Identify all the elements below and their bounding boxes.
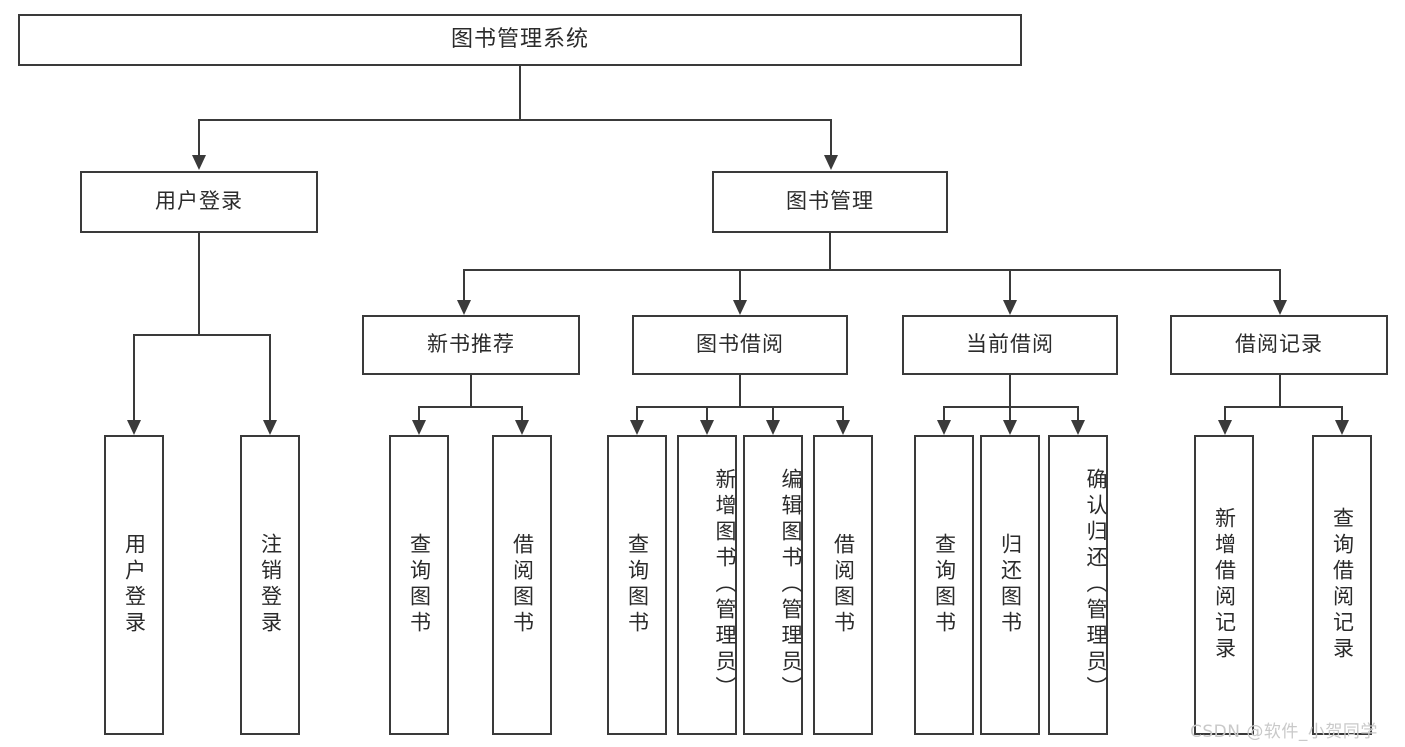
connector-book-mgmt-to-borrow-record — [1279, 269, 1281, 300]
connector-borrow-record-to-leaf-2 — [1341, 406, 1343, 420]
leaf-borrow-record-query-record[interactable]: 查询借阅记录 — [1312, 435, 1372, 735]
node-book-management[interactable]: 图书管理 — [712, 171, 948, 233]
connector-new-book-bus — [418, 406, 523, 408]
connector-current-borrow-to-leaf-2 — [1009, 406, 1011, 420]
csdn-watermark: CSDN @软件_小贺同学 — [1190, 722, 1378, 742]
arrow-user-login-to-leaf-2 — [263, 420, 277, 435]
node-book-borrow[interactable]: 图书借阅 — [632, 315, 848, 375]
leaf-new-book-query-book[interactable]: 查询图书 — [389, 435, 449, 735]
leaf-book-borrow-edit-book-admin[interactable]: 编辑图书（管理员） — [743, 435, 803, 735]
arrow-root-to-user-login — [192, 155, 206, 170]
connector-current-borrow-to-leaf-1 — [943, 406, 945, 420]
leaf-book-borrow-query-book[interactable]: 查询图书 — [607, 435, 667, 735]
arrow-user-login-to-leaf-1 — [127, 420, 141, 435]
connector-book-borrow-bus — [636, 406, 844, 408]
arrow-book-mgmt-to-borrow-book — [733, 300, 747, 315]
arrow-book-borrow-to-leaf-2 — [700, 420, 714, 435]
connector-user-login-to-leaf-1 — [133, 334, 135, 420]
arrow-book-mgmt-to-current-borrow — [1003, 300, 1017, 315]
connector-root-stem — [519, 66, 521, 120]
connector-book-mgmt-stem — [829, 233, 831, 270]
arrow-book-borrow-to-leaf-4 — [836, 420, 850, 435]
leaf-borrow-record-add-record[interactable]: 新增借阅记录 — [1194, 435, 1254, 735]
arrow-book-mgmt-to-new-book — [457, 300, 471, 315]
connector-root-to-user-login — [198, 119, 200, 155]
connector-borrow-record-to-leaf-1 — [1224, 406, 1226, 420]
arrow-new-book-to-leaf-1 — [412, 420, 426, 435]
connector-borrow-record-bus — [1224, 406, 1342, 408]
connector-book-mgmt-bus — [463, 269, 1280, 271]
connector-new-book-stem — [470, 375, 472, 407]
connector-new-book-to-leaf-1 — [418, 406, 420, 420]
node-current-borrow[interactable]: 当前借阅 — [902, 315, 1118, 375]
leaf-book-borrow-borrow-book[interactable]: 借阅图书 — [813, 435, 873, 735]
leaf-new-book-borrow-book[interactable]: 借阅图书 — [492, 435, 552, 735]
arrow-borrow-record-to-leaf-2 — [1335, 420, 1349, 435]
connector-book-borrow-stem — [739, 375, 741, 407]
connector-book-borrow-to-leaf-3 — [772, 406, 774, 420]
connector-user-login-stem — [198, 233, 200, 335]
arrow-book-mgmt-to-borrow-record — [1273, 300, 1287, 315]
arrow-root-to-book-mgmt — [824, 155, 838, 170]
connector-book-mgmt-to-borrow-book — [739, 269, 741, 300]
connector-root-to-book-mgmt — [830, 119, 832, 155]
leaf-user-login-logout[interactable]: 注销登录 — [240, 435, 300, 735]
arrow-current-borrow-to-leaf-2 — [1003, 420, 1017, 435]
node-borrow-record[interactable]: 借阅记录 — [1170, 315, 1388, 375]
connector-borrow-record-stem — [1279, 375, 1281, 407]
arrow-book-borrow-to-leaf-3 — [766, 420, 780, 435]
connector-book-borrow-to-leaf-4 — [842, 406, 844, 420]
connector-root-bus — [198, 119, 831, 121]
leaf-book-borrow-add-book-admin[interactable]: 新增图书（管理员） — [677, 435, 737, 735]
connector-current-borrow-to-leaf-3 — [1077, 406, 1079, 420]
arrow-current-borrow-to-leaf-3 — [1071, 420, 1085, 435]
arrow-new-book-to-leaf-2 — [515, 420, 529, 435]
arrow-book-borrow-to-leaf-1 — [630, 420, 644, 435]
connector-book-borrow-to-leaf-1 — [636, 406, 638, 420]
arrow-current-borrow-to-leaf-1 — [937, 420, 951, 435]
node-root-system[interactable]: 图书管理系统 — [18, 14, 1022, 66]
connector-book-mgmt-to-new-book — [463, 269, 465, 300]
connector-book-borrow-to-leaf-2 — [706, 406, 708, 420]
leaf-current-borrow-query-book[interactable]: 查询图书 — [914, 435, 974, 735]
connector-user-login-to-leaf-2 — [269, 334, 271, 420]
node-user-login[interactable]: 用户登录 — [80, 171, 318, 233]
arrow-borrow-record-to-leaf-1 — [1218, 420, 1232, 435]
connector-new-book-to-leaf-2 — [521, 406, 523, 420]
node-new-book-recommend[interactable]: 新书推荐 — [362, 315, 580, 375]
connector-book-mgmt-to-current-borrow — [1009, 269, 1011, 300]
connector-user-login-bus — [133, 334, 271, 336]
leaf-current-borrow-confirm-return-admin[interactable]: 确认归还（管理员） — [1048, 435, 1108, 735]
connector-current-borrow-stem — [1009, 375, 1011, 407]
leaf-user-login-login[interactable]: 用户登录 — [104, 435, 164, 735]
leaf-current-borrow-return-book[interactable]: 归还图书 — [980, 435, 1040, 735]
